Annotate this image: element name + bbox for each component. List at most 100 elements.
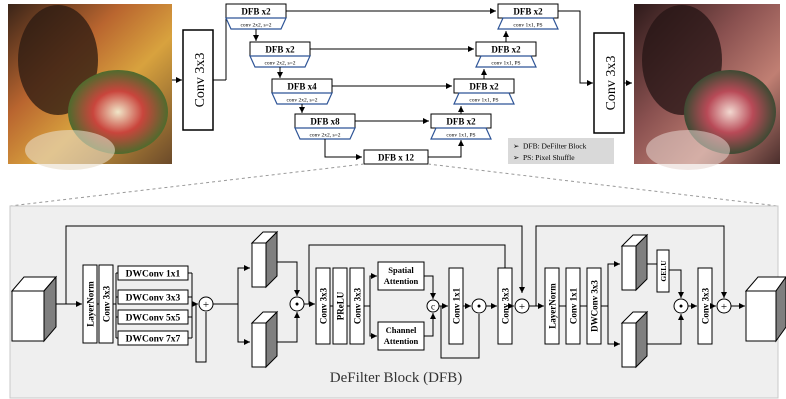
arrow-spatial-concat [424,275,436,299]
mul-node-3-symbol: • [679,299,684,314]
ffn-cube-bottom [620,310,649,369]
channel-attention-l2: Attention [384,336,419,346]
dfb-output-cube [744,276,786,343]
ffn-cube-top [620,233,649,292]
dfb-caption: DeFilter Block (DFB) [330,370,463,386]
encoder-level-4: DFB x8 conv 2x2, s=2 [294,113,356,140]
arrow-gelu-mul3 [669,269,684,298]
conv1x1-b-label: Conv 1x1 [569,287,579,324]
arrow-cube-mul3 [647,314,684,345]
zoom-line-left [9,163,365,207]
conv-in-label: Conv 3x3 [193,53,208,108]
mul-node-1: • [289,296,305,312]
legend-bullet-2: ➢ [513,153,520,162]
dwconv-7x7: DWConv 7x7 [117,330,189,346]
prelu: PReLU [332,267,348,345]
conv-out-label: Conv 3x3 [604,56,619,111]
zoom-line-right [427,163,779,207]
arrow-branch-bottom [237,304,250,345]
enc2-block: DFB x2 [265,45,295,55]
decoder-level-4: DFB x2 conv 1x1, PS [430,113,492,140]
enc4-block: DFB x8 [310,117,340,127]
add-node-2-symbol: + [519,301,525,313]
output-photo [634,4,780,170]
legend: ➢ DFB: DeFilter Block ➢ PS: Pixel Shuffl… [508,138,614,164]
conv1x1-b: Conv 1x1 [565,267,581,345]
spatial-attention: Spatial Attention [377,261,425,291]
dwconv-5x5-label: DWConv 5x5 [126,314,181,324]
arrow-to-spatial [369,273,377,306]
mul-node-3: • [673,298,689,314]
concat-node: c [426,299,440,313]
arrow-bottleneck-dec4 [428,140,464,158]
add-node-1: + [198,296,214,312]
spatial-attention-l2: Attention [384,276,419,286]
spatial-attention-l1: Spatial [388,265,414,275]
conv3x3-a: Conv 3x3 [98,264,114,344]
arrow-to-channel [369,306,377,339]
arrow-enc4-bottleneck [324,139,362,160]
mul-node-2: • [471,298,487,314]
encoder-level-2: DFB x2 conv 2x2, s=2 [249,41,311,68]
layernorm-2: LayerNorm [544,267,560,345]
conv3x3-e-label: Conv 3x3 [701,287,711,324]
encoder-level-3: DFB x4 conv 2x2, s=2 [271,78,333,105]
conv1x1-a: Conv 1x1 [448,267,464,345]
input-photo [8,4,172,170]
dec1-block: DFB x2 [513,7,543,17]
dwconv3x3-ffn-label: DWConv 3x3 [590,280,600,332]
layernorm-1-label: LayerNorm [86,281,96,327]
bottleneck-label: DFB x 12 [378,153,415,163]
residual-1 [65,225,525,304]
add-node-2: + [514,298,530,314]
enc1-block: DFB x2 [241,7,271,17]
dec2-block: DFB x2 [491,45,521,55]
conv3x3-c: Conv 3x3 [349,267,365,345]
conv1x1-a-label: Conv 1x1 [452,287,462,324]
channel-attention: Channel Attention [377,321,425,351]
decoder-level-2: DFB x2 conv 1x1, PS [475,41,537,68]
dec1-op: conv 1x1, PS [513,23,542,29]
dec4-op: conv 1x1, PS [446,133,475,139]
dec3-block: DFB x2 [469,82,499,92]
enc3-op: conv 2x2, s=2 [286,98,317,104]
mul-node-1-symbol: • [295,297,300,312]
add-node-3: + [716,298,732,314]
conv3x3-a-label: Conv 3x3 [102,285,112,322]
legend-item-2: PS: Pixel Shuffle [523,153,575,162]
mul-node-2-symbol: • [477,299,482,314]
dec2-op: conv 1x1, PS [491,61,520,67]
gelu-label: GELU [659,260,668,282]
conv-out-block: Conv 3x3 [593,32,625,134]
dec3-op: conv 1x1, PS [469,98,498,104]
residual-2 [535,225,727,306]
legend-item-1: DFB: DeFilter Block [523,142,587,151]
arrow-ffn-top [607,261,620,306]
arrow-channel-concat [424,313,436,337]
add-node-1-symbol: + [203,299,209,311]
arrow-branch-top [237,265,250,304]
dec4-block: DFB x2 [446,117,476,127]
conv3x3-c-label: Conv 3x3 [353,287,363,324]
gelu: GELU [656,249,670,293]
dwconv-1x1: DWConv 1x1 [117,265,189,281]
conv3x3-e: Conv 3x3 [697,267,713,345]
attention-gate [440,306,480,359]
decoder-level-3: DFB x2 conv 1x1, PS [453,78,515,105]
feature-cube-bottom [250,310,279,369]
conv3x3-b-label: Conv 3x3 [319,287,329,324]
conv3x3-b: Conv 3x3 [315,267,331,345]
enc1-op: conv 2x2, s=2 [240,23,271,29]
layernorm-2-label: LayerNorm [548,283,558,329]
short-skip-1 [195,304,207,363]
legend-bullet-1: ➢ [513,142,520,151]
concat-symbol: c [431,302,435,312]
dwconv-3x3: DWConv 3x3 [117,289,189,305]
dwconv-5x5: DWConv 5x5 [117,309,189,325]
conv3x3-d-label: Conv 3x3 [501,287,511,324]
add-node-3-symbol: + [721,301,727,313]
prelu-label: PReLU [336,291,346,320]
arrow-cube-bottom-mul [277,312,300,343]
